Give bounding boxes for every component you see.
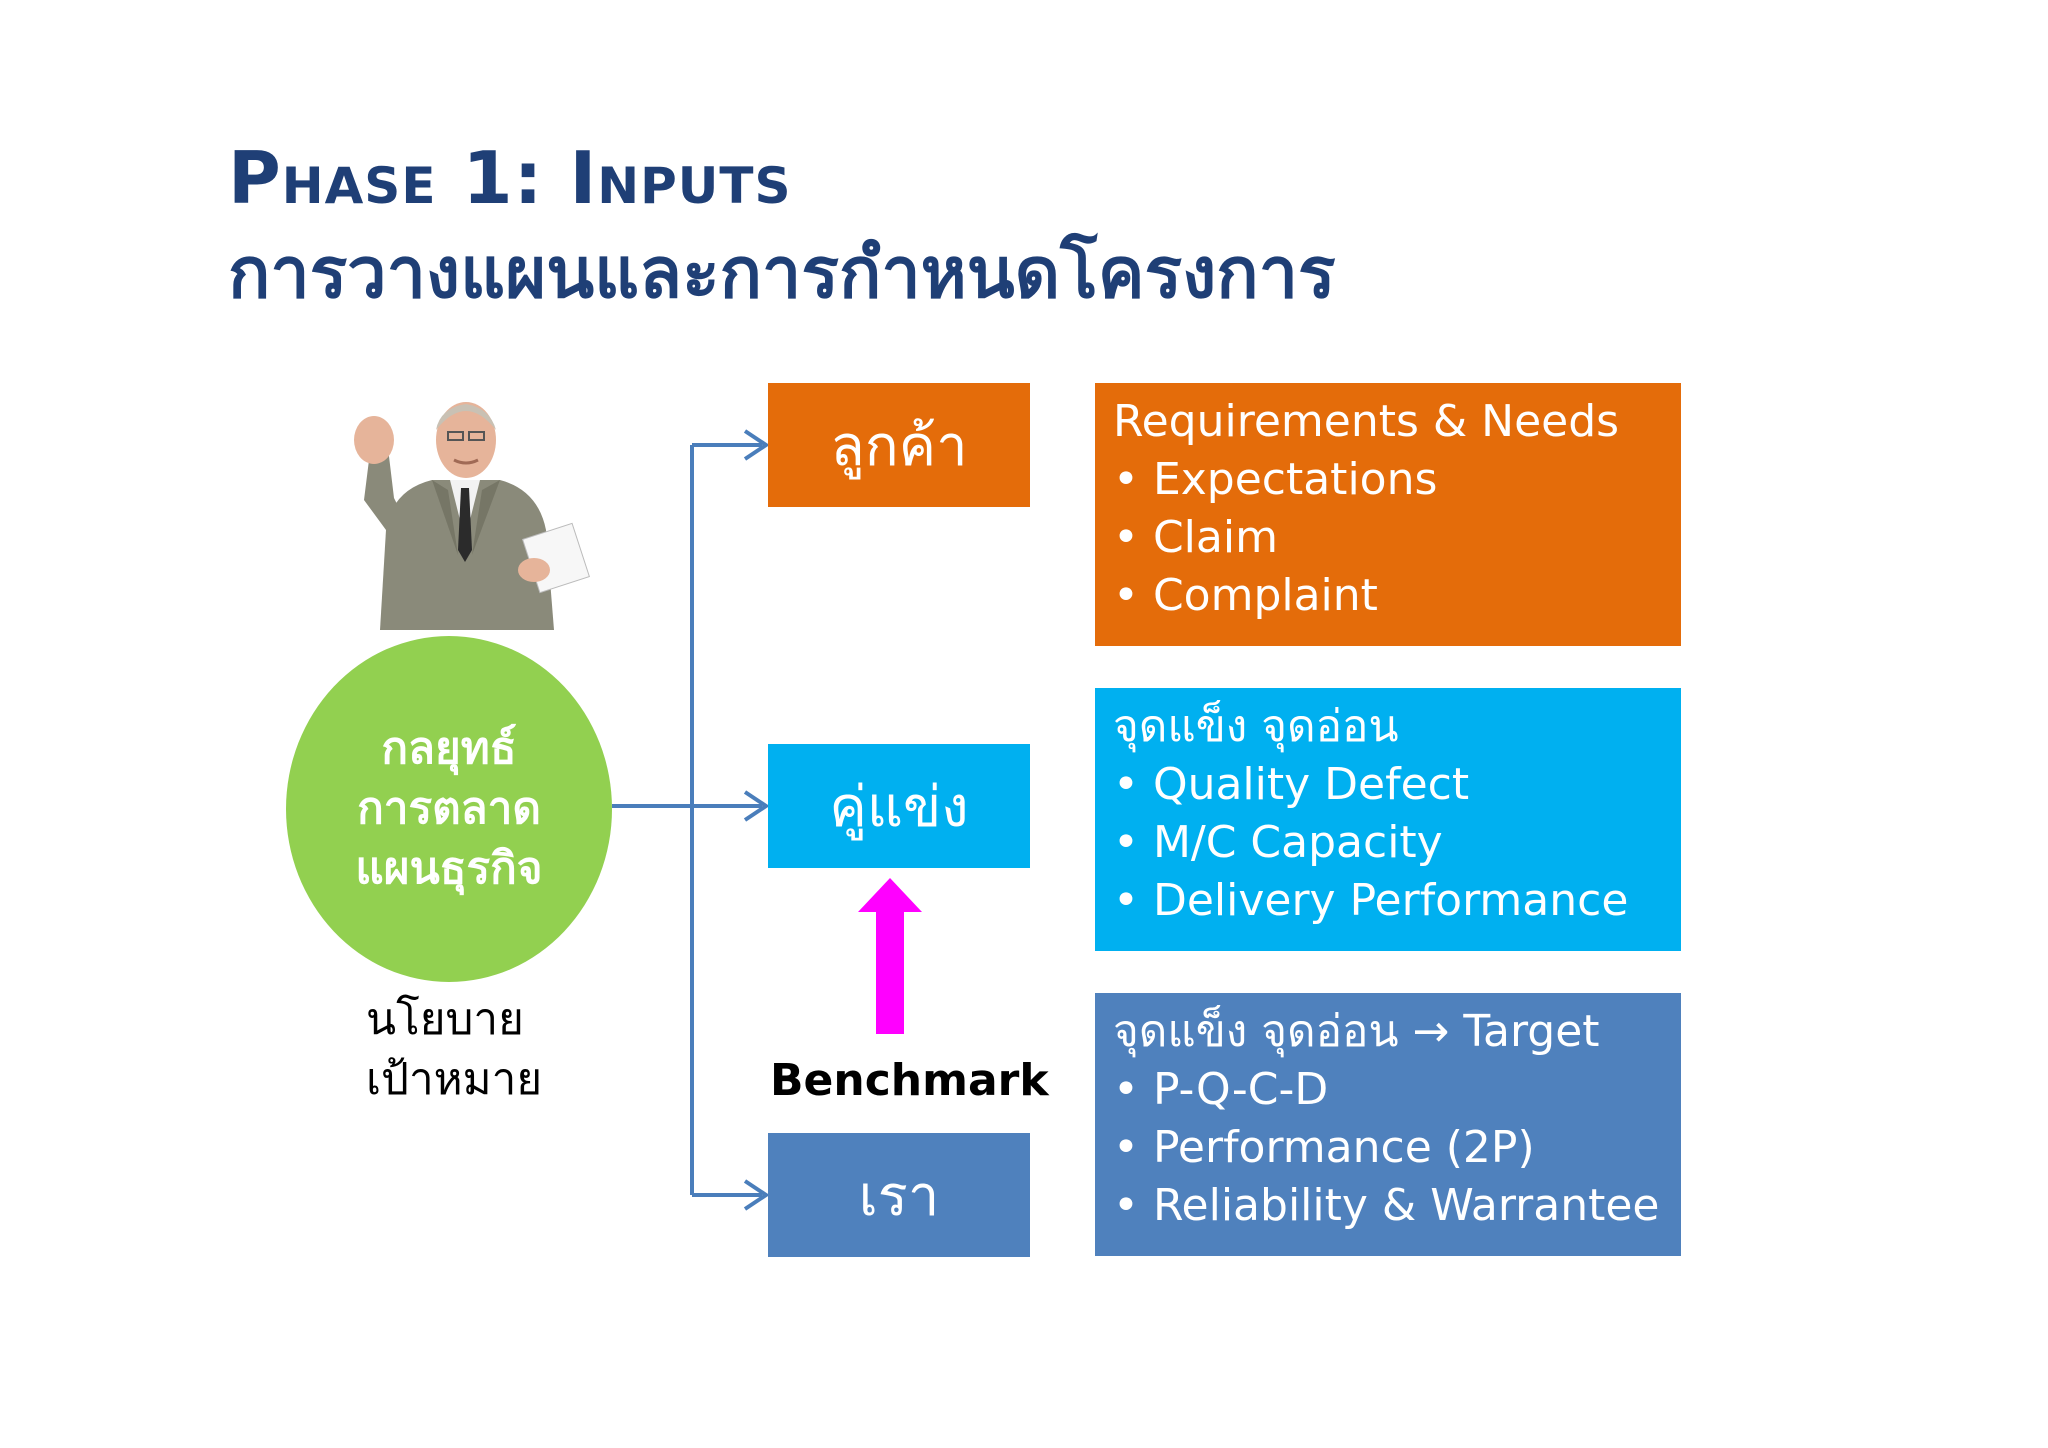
arrow-right-icon: [743, 1179, 770, 1211]
title-line-1: Phase 1: Inputs: [228, 136, 792, 220]
title-line-2: การวางแผนและการกำหนดโครงการ: [228, 232, 1336, 314]
detail-item: • P-Q-C-D: [1113, 1064, 1329, 1115]
arrow-up-icon: [858, 878, 922, 1034]
strategy-line: การตลาด: [357, 783, 541, 834]
detail-item: • Performance (2P): [1113, 1122, 1535, 1173]
policy-line: เป้าหมาย: [366, 1054, 543, 1105]
detail-item: • Claim: [1113, 512, 1278, 563]
detail-item: • Complaint: [1113, 570, 1378, 621]
customer-detail-box: Requirements & Needs • Expectations • Cl…: [1095, 383, 1681, 646]
detail-item: • Quality Defect: [1113, 759, 1470, 810]
businessman-illustration: [340, 380, 590, 645]
detail-item: • Reliability & Warrantee: [1113, 1180, 1660, 1231]
customer-box: ลูกค้า: [768, 383, 1030, 507]
strategy-circle: กลยุทธ์ การตลาด แผนธุรกิจ: [286, 636, 612, 982]
policy-line: นโยบาย: [366, 994, 524, 1045]
arrow-right-icon: [743, 790, 770, 822]
competitor-detail-box: จุดแข็ง จุดอ่อน • Quality Defect • M/C C…: [1095, 688, 1681, 951]
detail-item: • Delivery Performance: [1113, 875, 1629, 926]
competitor-box: คู่แข่ง: [768, 744, 1030, 868]
policy-goal-label: นโยบาย เป้าหมาย: [366, 990, 542, 1110]
detail-heading: จุดแข็ง จุดอ่อน → Target: [1113, 1006, 1600, 1057]
arrow-right-icon: [743, 429, 770, 461]
detail-heading: Requirements & Needs: [1113, 396, 1620, 447]
benchmark-label: Benchmark: [770, 1055, 1049, 1106]
detail-item: • Expectations: [1113, 454, 1438, 505]
us-detail-box: จุดแข็ง จุดอ่อน → Target • P-Q-C-D • Per…: [1095, 993, 1681, 1256]
strategy-line: แผนธุรกิจ: [355, 843, 543, 894]
detail-item: • M/C Capacity: [1113, 817, 1443, 868]
detail-heading: จุดแข็ง จุดอ่อน: [1113, 701, 1399, 752]
strategy-line: กลยุทธ์: [381, 723, 517, 774]
us-box: เรา: [768, 1133, 1030, 1257]
